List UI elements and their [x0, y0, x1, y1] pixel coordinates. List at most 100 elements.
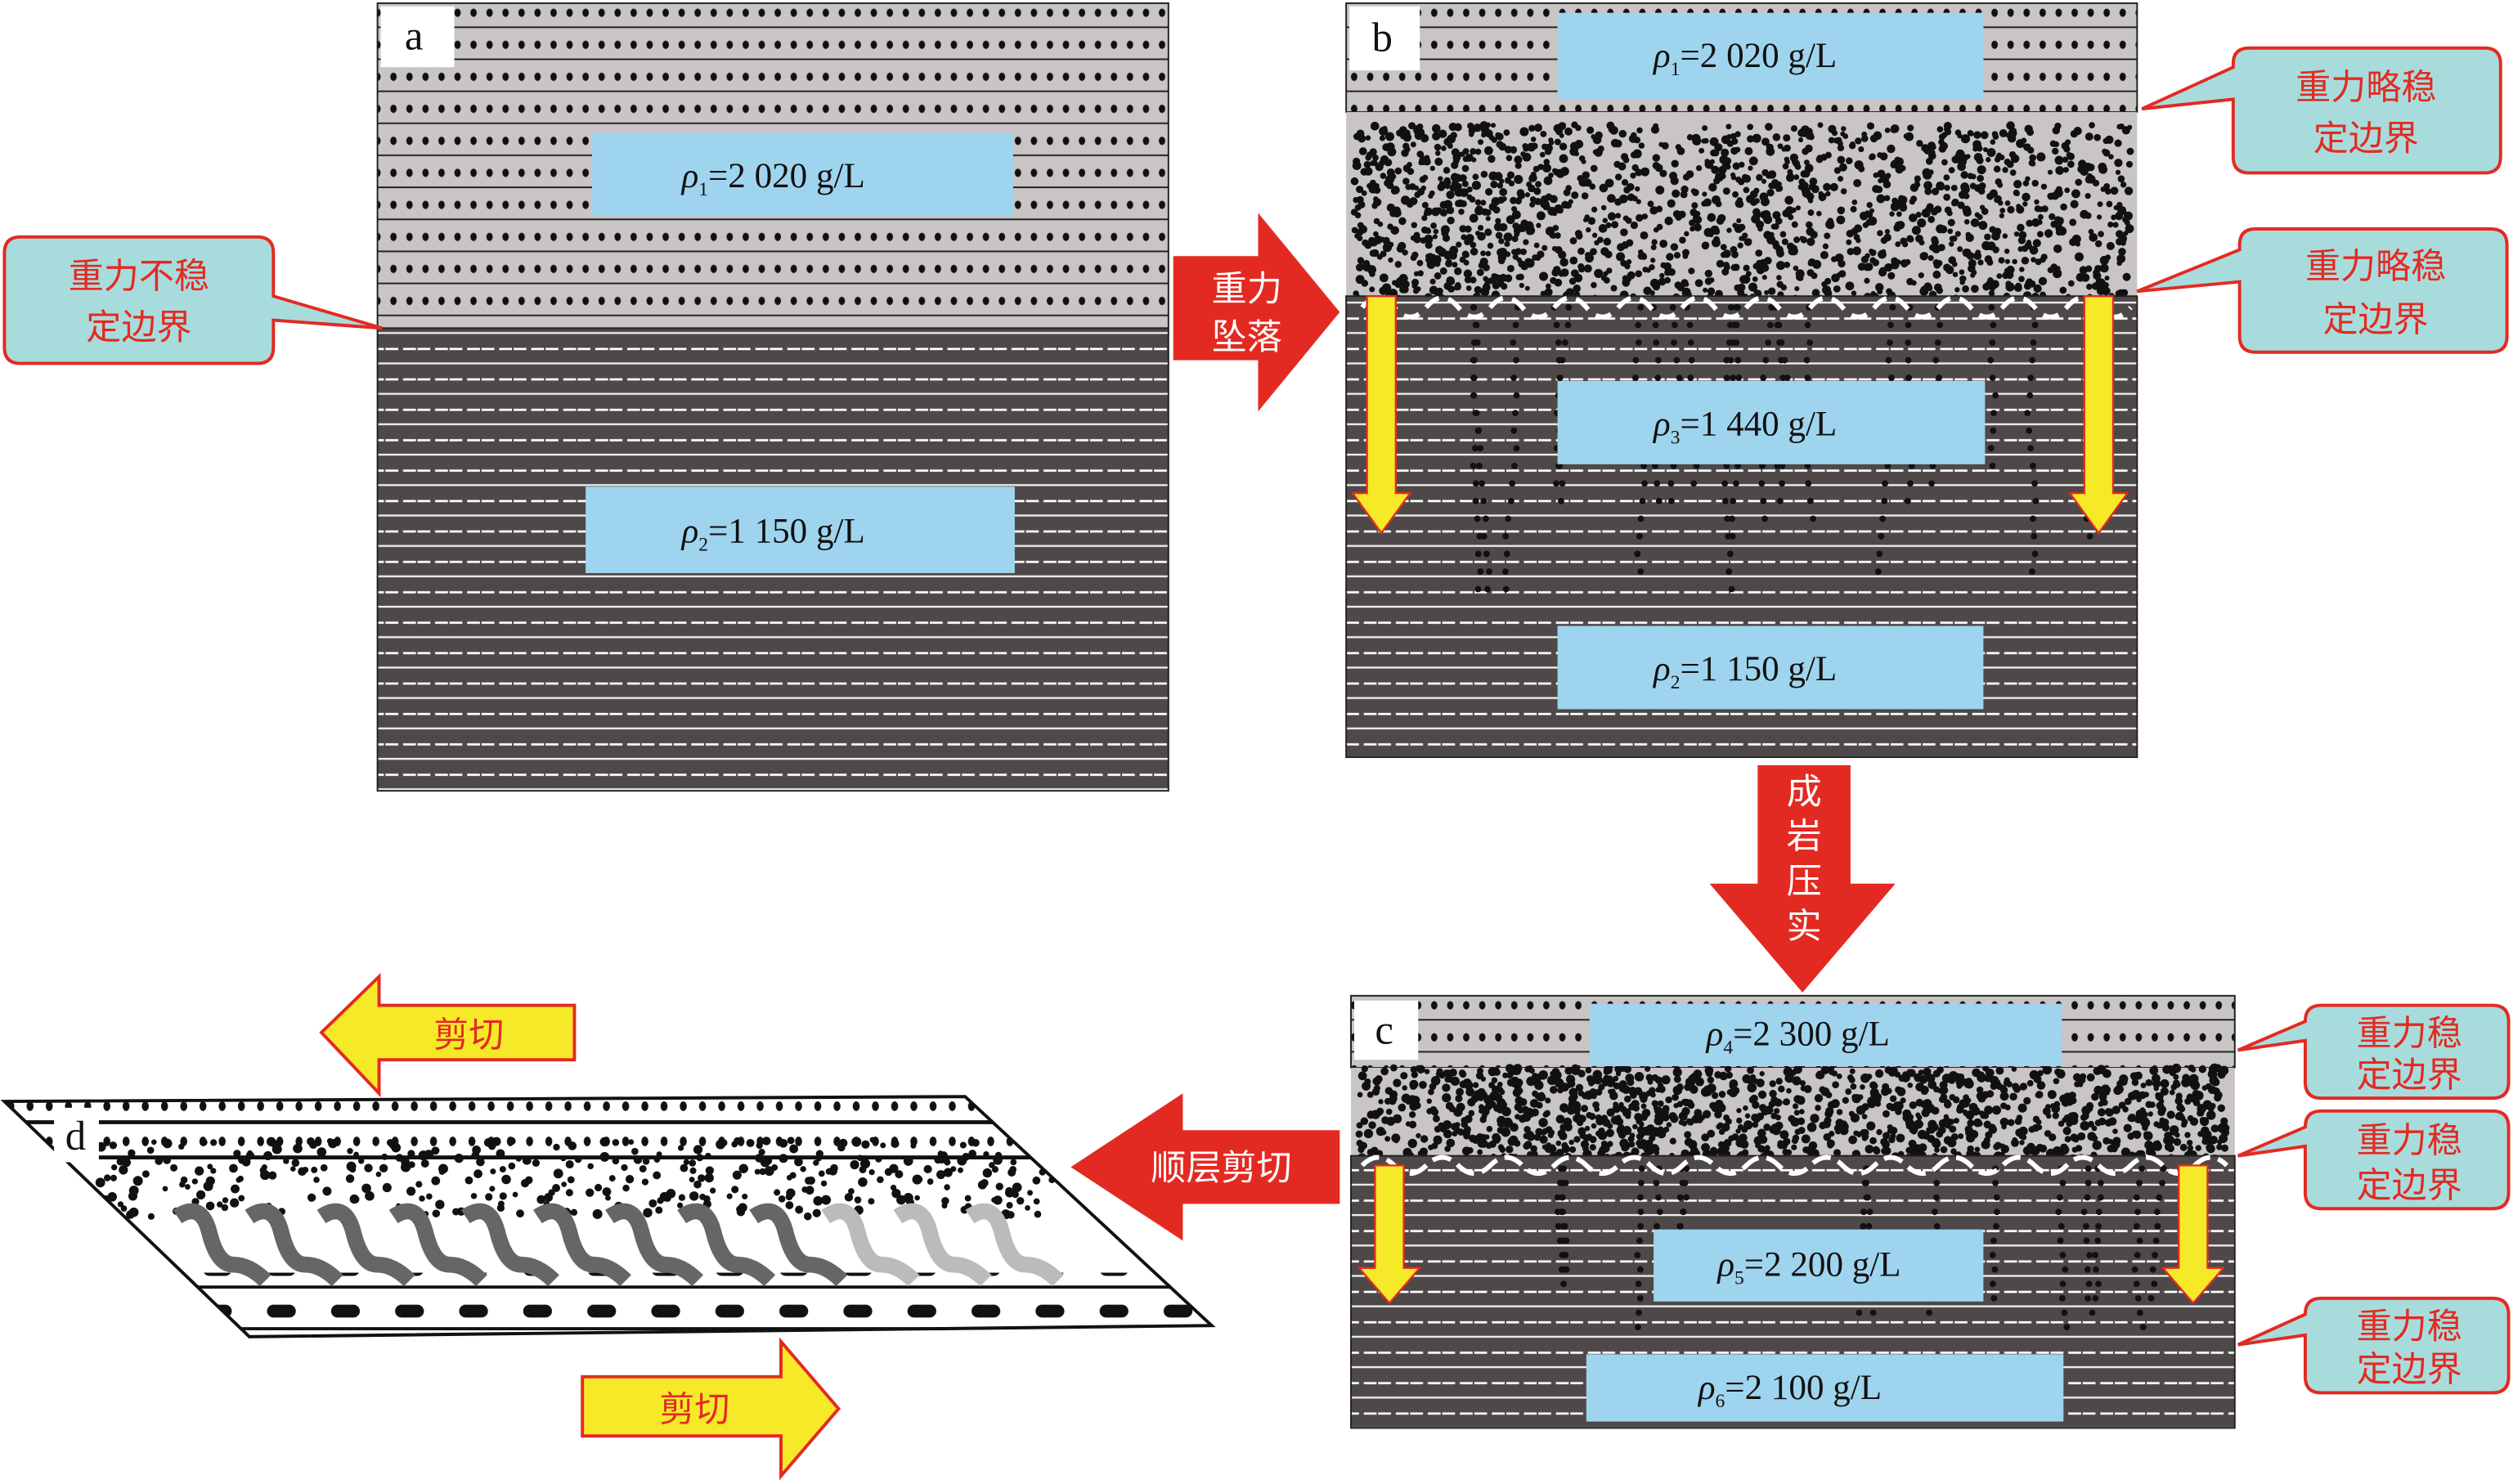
particle	[1825, 1106, 1834, 1116]
particle	[2160, 1087, 2169, 1096]
particle	[1479, 480, 1485, 487]
particle	[1955, 1078, 1965, 1087]
particle	[1781, 356, 1788, 364]
particle	[1476, 268, 1484, 276]
particle	[1828, 137, 1835, 144]
particle	[2214, 1094, 2222, 1102]
particle	[2004, 249, 2010, 254]
particle	[553, 1168, 563, 1179]
particle	[1887, 339, 1893, 346]
particle	[1772, 223, 1779, 230]
particle	[1684, 281, 1690, 287]
particle	[1595, 1088, 1603, 1096]
particle	[2199, 1117, 2206, 1123]
particle	[1453, 285, 1460, 291]
particle	[1861, 1179, 1869, 1186]
particle	[2184, 1132, 2191, 1138]
particle	[678, 1194, 686, 1201]
particle	[1560, 268, 1569, 277]
particle	[1354, 212, 1362, 219]
particle	[1895, 157, 1905, 167]
particle	[1964, 1125, 1973, 1133]
particle	[1872, 259, 1880, 267]
particle	[241, 1157, 251, 1167]
particle	[1840, 188, 1847, 195]
particle	[2116, 1080, 2124, 1087]
particle	[207, 1163, 213, 1170]
particle	[2116, 230, 2124, 238]
particle	[426, 1193, 433, 1200]
particle	[1373, 196, 1379, 202]
particle	[1728, 1135, 1734, 1142]
particle	[2060, 203, 2067, 211]
particle	[2004, 1104, 2011, 1111]
particle	[1794, 1128, 1802, 1136]
particle	[2136, 1309, 2143, 1316]
particle	[1954, 287, 1960, 293]
particle	[1701, 241, 1710, 250]
particle	[991, 1166, 998, 1173]
particle	[2061, 1098, 2070, 1107]
particle	[2093, 271, 2102, 280]
particle	[1820, 193, 1827, 200]
density-box	[586, 486, 1015, 573]
particle	[1534, 197, 1541, 205]
particle	[1523, 1132, 1530, 1140]
particle	[1592, 149, 1599, 155]
particle	[2055, 166, 2064, 175]
particle	[1380, 1129, 1387, 1136]
particle	[641, 1178, 649, 1186]
particle	[1782, 1099, 1788, 1105]
particle	[178, 1143, 185, 1150]
particle	[2069, 238, 2077, 246]
particle	[1738, 178, 1745, 186]
particle	[1723, 262, 1730, 268]
particle	[1561, 1266, 1568, 1273]
particle	[1557, 1087, 1564, 1094]
particle	[1654, 1222, 1660, 1230]
particle	[1703, 1086, 1710, 1092]
particle	[1768, 1101, 1775, 1108]
particle	[1988, 1125, 1998, 1134]
particle	[1965, 154, 1971, 159]
particle	[1626, 259, 1632, 265]
particle	[1610, 285, 1618, 292]
particle	[1853, 178, 1862, 187]
particle	[1991, 231, 2000, 241]
particle	[1471, 1135, 1480, 1145]
particle	[1478, 262, 1485, 269]
particle	[786, 1174, 792, 1181]
particle	[1990, 1075, 1999, 1086]
particle	[1559, 142, 1568, 151]
particle	[1417, 270, 1424, 277]
particle	[2089, 1309, 2096, 1316]
particle	[1987, 356, 1995, 364]
particle	[2217, 1139, 2223, 1146]
particle	[1991, 1105, 2002, 1115]
particle	[731, 1186, 739, 1194]
particle	[1927, 1080, 1937, 1089]
particle	[2141, 1111, 2148, 1119]
particle	[2108, 154, 2114, 160]
particle	[1866, 202, 1873, 208]
particle	[163, 1155, 172, 1164]
particle	[1896, 1133, 1905, 1143]
particle	[1977, 174, 1984, 182]
particle	[1533, 242, 1540, 249]
particle	[1933, 1222, 1941, 1230]
particle	[1777, 1140, 1784, 1146]
particle	[1687, 339, 1694, 346]
particle	[1778, 339, 1785, 346]
particle	[1950, 1148, 1957, 1154]
particle	[1815, 1105, 1821, 1111]
particle	[1958, 1133, 1964, 1140]
particle	[1639, 497, 1646, 504]
particle	[774, 1189, 781, 1196]
particle	[1860, 1208, 1867, 1216]
particle	[1990, 427, 1997, 434]
particle	[1931, 187, 1940, 195]
particle	[655, 1206, 663, 1214]
particle	[1532, 1072, 1538, 1079]
particle	[2042, 1065, 2053, 1075]
particle	[1931, 1138, 1941, 1147]
